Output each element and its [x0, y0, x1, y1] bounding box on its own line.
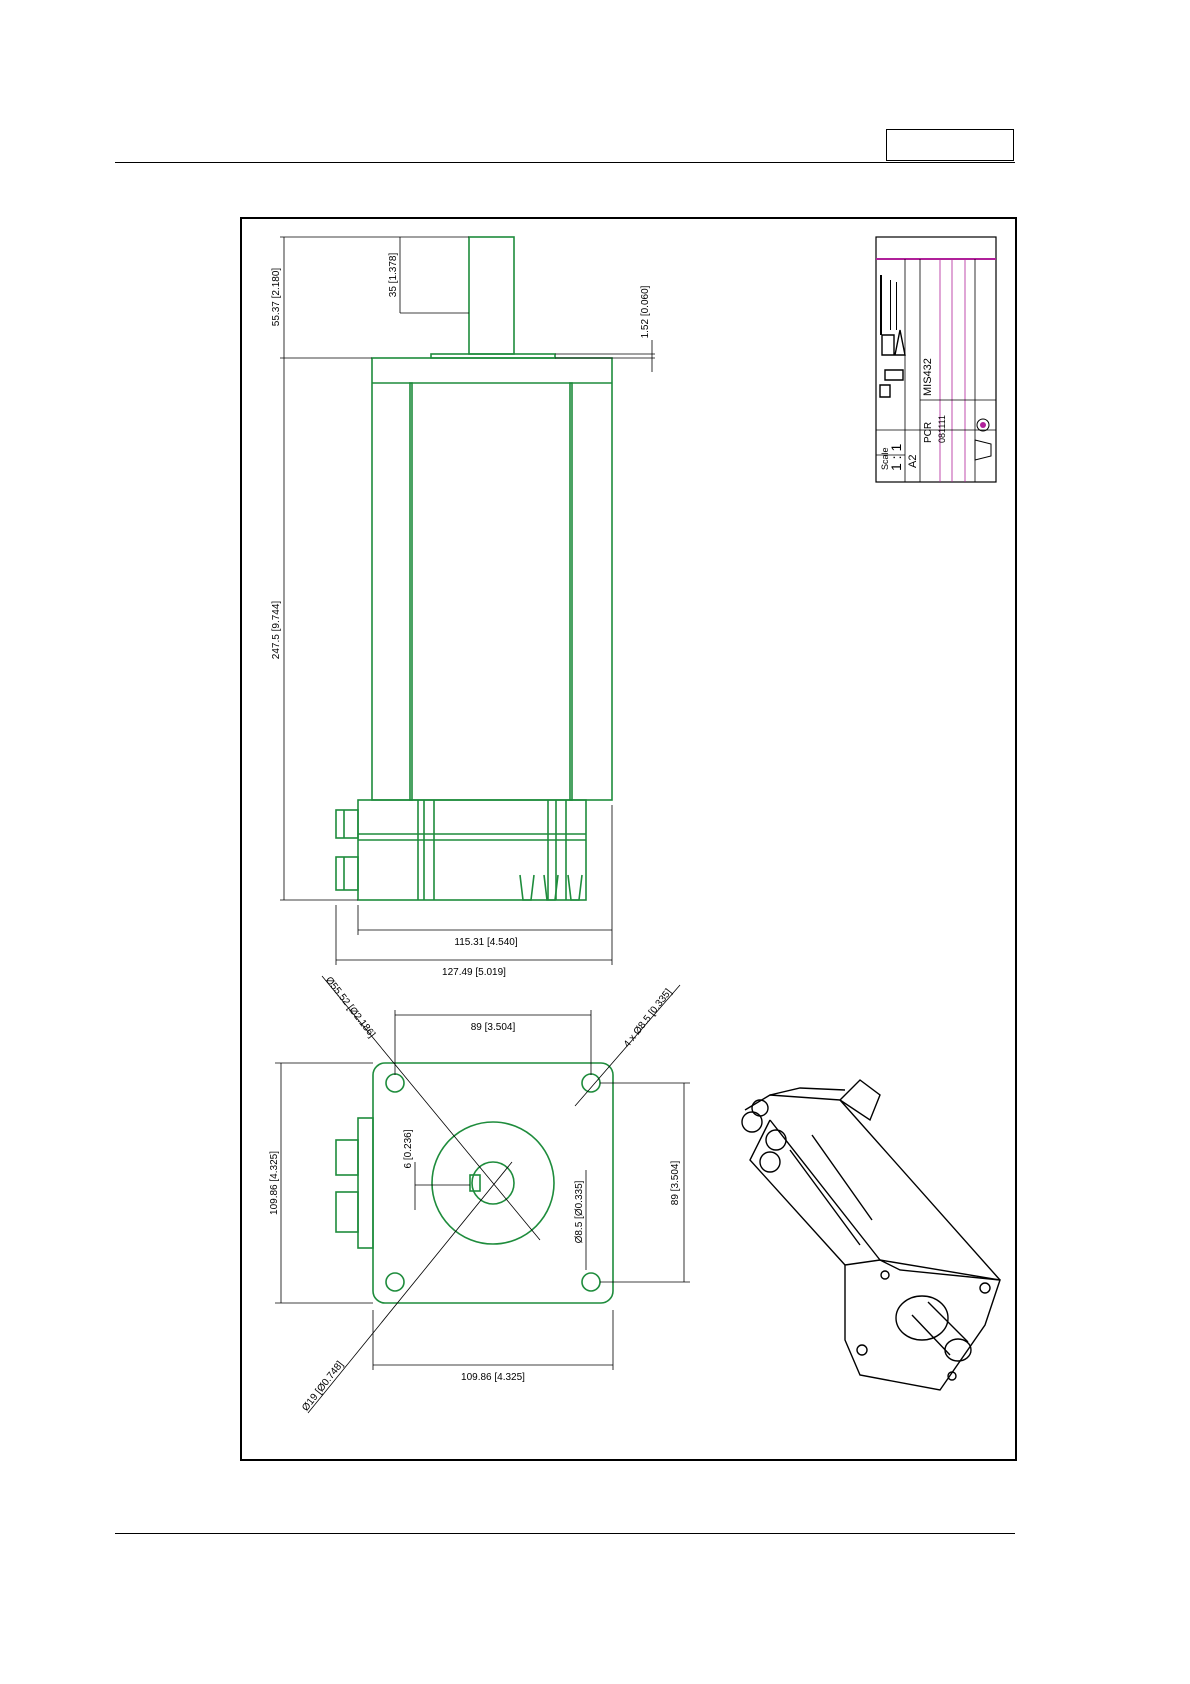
mount-hole-bl	[386, 1273, 404, 1291]
iso-shaft	[912, 1302, 968, 1355]
front-connector-bottom	[336, 1192, 358, 1232]
dim-flange-height: 109.86 [4.325]	[269, 1151, 280, 1215]
dim-hole-diameter: Ø8.5 [Ø0.335]	[574, 1180, 585, 1243]
dim-hole-pattern: 4 x Ø8.5 [0.335]	[622, 987, 675, 1050]
dim-flange-width: 109.86 [4.325]	[461, 1372, 525, 1383]
side-shaft	[469, 237, 514, 354]
dim-shaft-diameter: Ø19 [Ø0.748]	[300, 1359, 346, 1413]
isometric-view	[742, 1080, 1000, 1390]
side-view	[336, 237, 612, 900]
tb-date: 081111	[937, 415, 947, 443]
tb-title: MIS432	[922, 358, 934, 396]
side-driver	[358, 800, 586, 900]
dim-pilot-diameter: Ø55.52 [Ø2.186]	[323, 975, 377, 1040]
mount-hole-br	[582, 1273, 600, 1291]
mount-hole-tl	[386, 1074, 404, 1092]
side-connector-bottom	[336, 857, 358, 890]
tb-scale-value: 1 : 1	[888, 444, 904, 471]
company-logo	[880, 330, 905, 397]
side-body	[372, 358, 612, 800]
dim-flange-step: 1.52 [0.060]	[640, 285, 651, 338]
front-connector-top	[336, 1140, 358, 1175]
tb-sheet-size: A2	[907, 455, 919, 468]
title-block-labels: Scale 1 : 1 A2 PCR 081111 MIS432	[880, 358, 947, 471]
side-connector-top	[336, 810, 358, 838]
side-dimension-lines	[280, 237, 655, 965]
tb-drawn-by: PCR	[923, 422, 934, 443]
dim-shaft-length: 35 [1.378]	[388, 253, 399, 298]
mount-hole-tr	[582, 1074, 600, 1092]
iso-connector-3	[760, 1152, 780, 1172]
iso-pilot	[896, 1296, 948, 1340]
dim-connector-depth: 115.31 [4.540]	[454, 937, 517, 948]
dim-key-width: 6 [0.236]	[403, 1129, 414, 1168]
dimension-labels: 55.37 [2.180] 35 [1.378] 1.52 [0.060] 24…	[269, 253, 681, 1414]
side-body-groove-right	[570, 383, 572, 800]
iso-flange	[845, 1260, 1000, 1390]
front-connector-housing	[358, 1118, 373, 1248]
iso-connector-2	[766, 1130, 786, 1150]
front-view	[336, 1063, 613, 1303]
iso-body	[750, 1100, 1000, 1280]
dim-overall-depth: 127.49 [5.019]	[442, 967, 506, 978]
dim-hole-spacing-h: 89 [3.504]	[471, 1022, 516, 1033]
iso-connector-4	[752, 1100, 768, 1116]
side-body-groove-left	[410, 383, 412, 800]
iso-connector-1	[742, 1112, 762, 1132]
dim-hole-spacing-v: 89 [3.504]	[670, 1161, 681, 1206]
dim-body-length: 247.5 [9.744]	[271, 601, 282, 660]
dim-shaft-to-body: 55.37 [2.180]	[271, 268, 282, 327]
